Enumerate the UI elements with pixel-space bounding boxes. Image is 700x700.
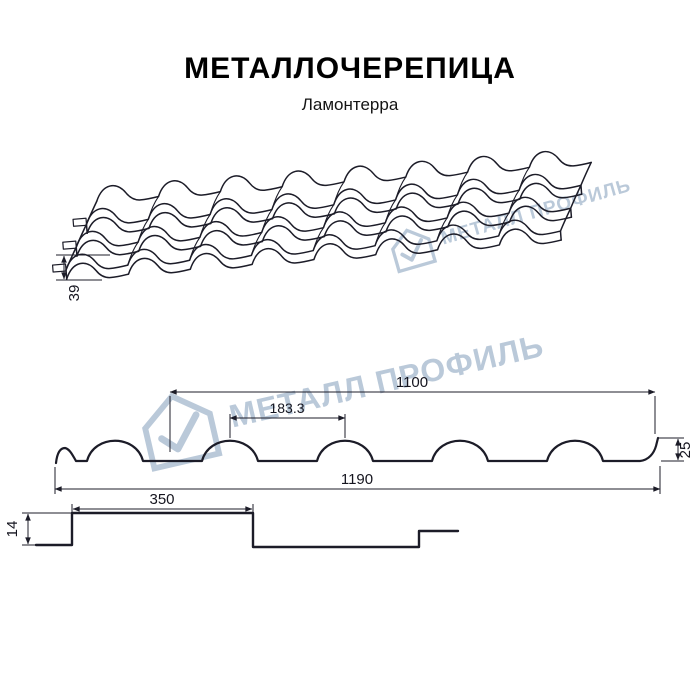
dim-1100-label: 1100: [396, 374, 428, 391]
overlap-dims: [22, 504, 254, 546]
step-profile-outline: [34, 511, 460, 549]
dim-183-label: 183.3: [269, 400, 304, 416]
dim-14-label: 14: [4, 521, 21, 538]
header: МЕТАЛЛОЧЕРЕПИЦА Ламонтерра: [0, 52, 700, 115]
sheet-side-edges: [65, 161, 592, 280]
dim-25-label: 25: [677, 442, 694, 459]
dim-39-extension-lines: [56, 254, 110, 281]
tile-row-1-step: [64, 224, 563, 282]
watermark-top: МЕТАЛЛ ПРОФИЛЬ: [385, 164, 637, 275]
page-subtitle: Ламонтерра: [301, 95, 399, 114]
dim-39-label: 39: [66, 285, 83, 302]
metall-profil-logo-icon: [390, 228, 438, 274]
extension-lines: [22, 504, 254, 546]
perspective-view: 39: [51, 147, 593, 302]
overlap-profile: 350 14: [4, 491, 460, 549]
cross-section-dims: [54, 389, 684, 494]
tile-row-2-step: [75, 202, 573, 259]
page-title: МЕТАЛЛОЧЕРЕПИЦА: [184, 52, 516, 85]
tile-row-3-step: [85, 179, 583, 236]
tile-row-3-crest: [84, 170, 582, 227]
dim-350-label: 350: [149, 491, 174, 508]
cross-section-profile: 1100 183.3 25 1190: [54, 374, 694, 494]
tile-column-lines: [127, 166, 530, 266]
extension-lines: [54, 396, 684, 494]
dim-39: [56, 254, 110, 281]
dim-1190-label: 1190: [341, 471, 373, 488]
profile-outline: [54, 436, 660, 465]
sheet-back-edge: [94, 147, 593, 205]
